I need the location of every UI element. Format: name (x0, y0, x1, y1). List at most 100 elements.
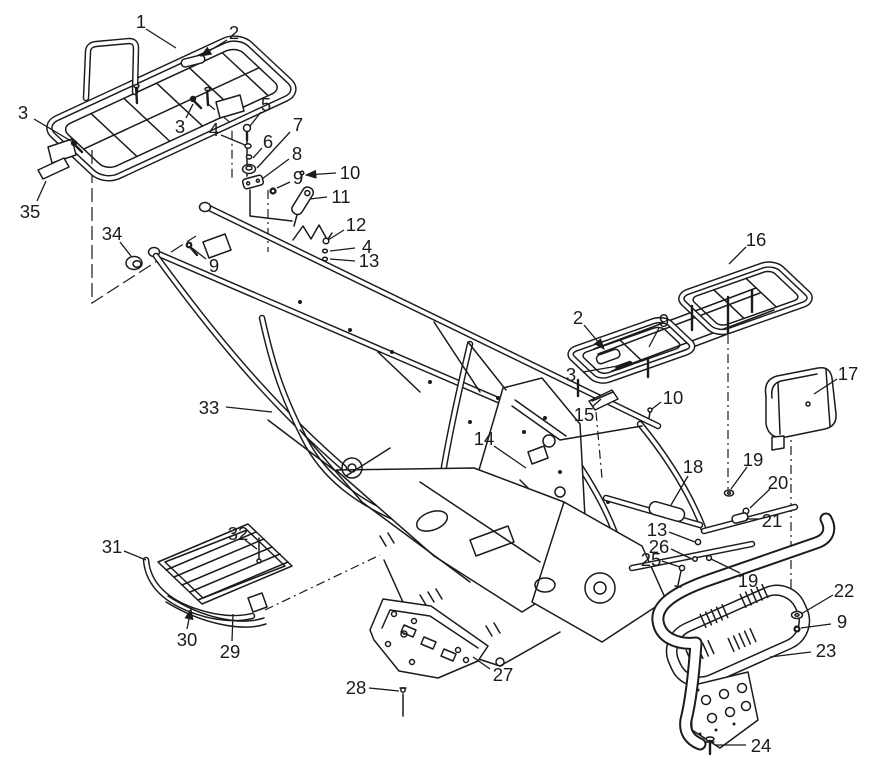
spacer-6 (246, 155, 251, 159)
callout-20: 20 (768, 472, 789, 493)
callout-9-leader (277, 182, 290, 188)
callout-19-leader (731, 467, 747, 489)
callout-3-leader (34, 119, 71, 141)
callout-15-leader (592, 399, 601, 407)
spacer-18 (648, 500, 686, 522)
callout-31: 31 (102, 536, 123, 557)
callout-32: 32 (228, 523, 249, 544)
frame-tube-end (200, 203, 211, 212)
nut-19-upper (725, 490, 734, 496)
callout-3-leader (583, 366, 618, 372)
callout-2-leader (584, 325, 605, 350)
callout-2: 2 (573, 307, 583, 328)
callout-31-leader (124, 551, 146, 560)
callout-7: 7 (293, 114, 303, 135)
callout-10-leader (652, 402, 661, 409)
rack-pad-2-front (595, 348, 621, 365)
callout-19: 19 (738, 570, 759, 591)
callout-1-leader (146, 29, 176, 48)
callout-16-leader (729, 247, 746, 264)
callout-18: 18 (683, 456, 704, 477)
callout-29-leader (232, 614, 233, 641)
callout-28: 28 (346, 677, 367, 698)
frame-bracket-zigzag (293, 225, 328, 241)
callout-30: 30 (177, 629, 198, 650)
callout-12: 12 (346, 214, 367, 235)
callout-10-leader (304, 169, 336, 179)
callout-4-leader (221, 135, 245, 145)
frame-side-plate (532, 502, 666, 642)
callout-25: 25 (641, 549, 662, 570)
footrest-assembly (146, 524, 292, 627)
front-bumper-assembly (606, 490, 829, 754)
rubber-pad-15 (589, 390, 618, 410)
clamp-8 (242, 175, 264, 190)
callout-4: 4 (209, 119, 219, 140)
callout-11-leader (310, 197, 327, 199)
screw-26 (693, 557, 697, 561)
callout-4-leader (330, 248, 355, 251)
washer-13 (323, 257, 328, 261)
callout-4: 4 (362, 236, 372, 257)
callout-10: 10 (340, 162, 361, 183)
callout-9: 9 (837, 611, 847, 632)
washer-22 (792, 612, 803, 619)
callout-8: 8 (292, 143, 302, 164)
bushing-34 (126, 257, 142, 270)
callout-27: 27 (493, 664, 514, 685)
callout-13-leader (330, 259, 355, 261)
spacer-21 (731, 512, 749, 524)
frame-rear-lower-rail (156, 256, 344, 468)
callout-13: 13 (647, 519, 668, 540)
callout-9: 9 (659, 310, 669, 331)
callout-6: 6 (263, 131, 273, 152)
grille-23 (657, 576, 819, 696)
callout-22: 22 (834, 580, 855, 601)
callout-13: 13 (359, 250, 380, 271)
callout-10: 10 (663, 387, 684, 408)
washer-4b (323, 249, 328, 253)
rear-rack (38, 34, 301, 183)
rack-bracket-left (48, 139, 76, 163)
screw-13-bumper (695, 539, 700, 544)
callout-17: 17 (838, 363, 859, 384)
callout-30-leader (184, 607, 194, 629)
callout-14: 14 (474, 428, 495, 449)
callout-3-leader (186, 104, 193, 118)
callout-27-leader (473, 657, 490, 669)
bolt-3-right (189, 95, 197, 103)
callout-14-leader (494, 446, 526, 468)
callout-7-leader (257, 132, 290, 168)
callout-25-leader (662, 561, 680, 567)
callout-16: 16 (746, 229, 767, 250)
callout-5-leader (250, 112, 261, 126)
callout-22-leader (801, 595, 833, 614)
callout-28-leader (369, 688, 399, 691)
reflector-35 (38, 158, 69, 179)
callout-2: 2 (229, 22, 239, 43)
footrest-plate (158, 524, 292, 604)
callout-23: 23 (816, 640, 837, 661)
callout-13-leader (669, 532, 695, 542)
callout-3: 3 (175, 116, 185, 137)
bolt-3-front (615, 360, 633, 371)
callout-19: 19 (743, 449, 764, 470)
callout-3: 3 (18, 102, 28, 123)
footrest-lower-rail-29 (166, 596, 266, 627)
callout-9: 9 (293, 167, 303, 188)
callout-12-leader (328, 230, 344, 240)
callout-3: 3 (566, 364, 576, 385)
callout-20-leader (750, 489, 770, 508)
callout-34: 34 (102, 223, 123, 244)
callout-33-leader (226, 407, 272, 412)
washer-4 (245, 144, 251, 148)
callout-23-leader (770, 652, 811, 657)
callout-2-leader (199, 40, 227, 57)
lever-11 (290, 185, 315, 216)
callout-24: 24 (751, 735, 772, 756)
footrest-bracket (248, 593, 267, 612)
callout-26-leader (671, 549, 692, 559)
skid-plate-27 (370, 599, 488, 716)
bolt-3-left (70, 139, 78, 147)
